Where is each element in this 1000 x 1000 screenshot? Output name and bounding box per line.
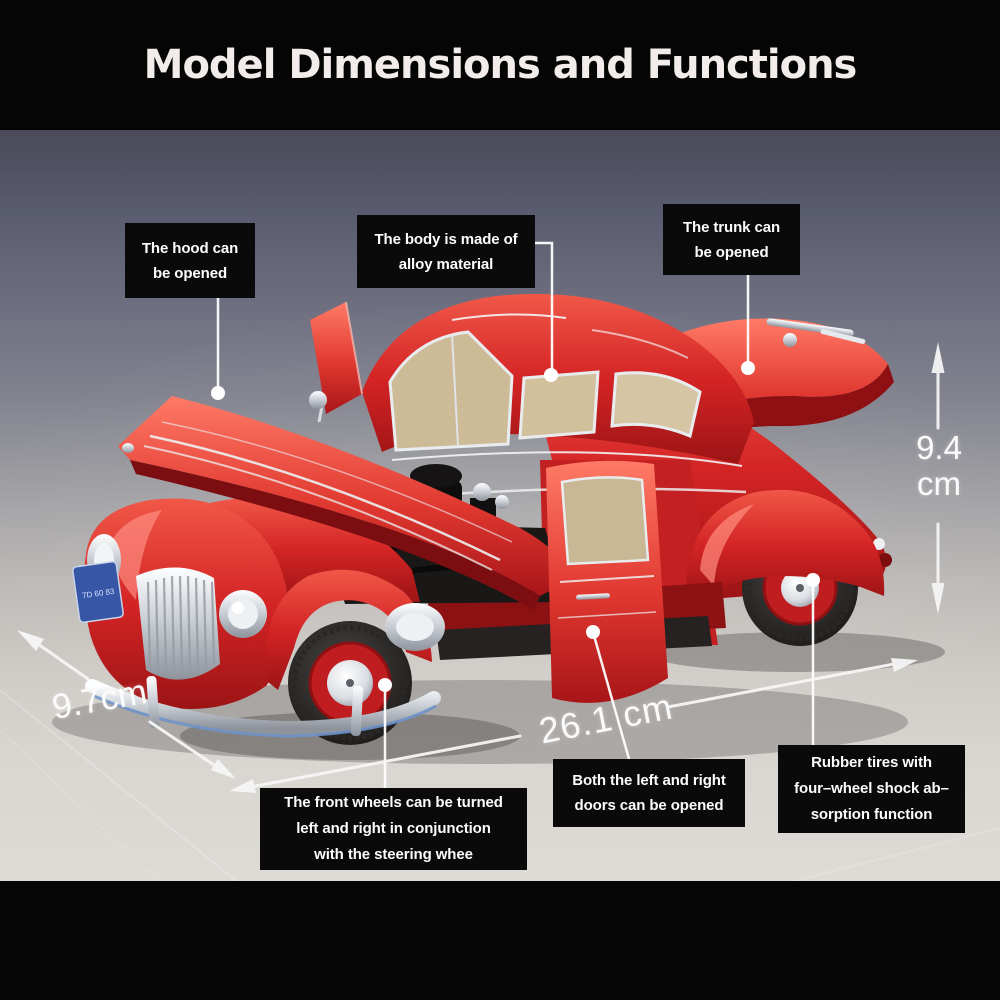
- callout-tires-line: sorption function: [810, 806, 933, 823]
- callout-doors-line: Both the left and right: [572, 772, 726, 789]
- callout-front-wheels-line: with the steering whee: [314, 846, 473, 863]
- trunk-anchor-dot: [741, 361, 755, 375]
- cowl-spotlight: [309, 391, 327, 409]
- tail-light: [873, 538, 885, 550]
- door-window: [560, 476, 650, 566]
- callout-anchor-dots: [211, 361, 820, 692]
- rear-window: [610, 371, 702, 439]
- dimension-arrows: [17, 342, 945, 793]
- body-connector-line: [535, 241, 554, 375]
- callout-trunk: The trunk can be opened: [663, 204, 800, 275]
- front-bumper: [85, 679, 441, 736]
- windshield: [388, 330, 514, 452]
- backdrop-creases: [0, 689, 1000, 881]
- door-handle: [576, 593, 611, 600]
- width-arrow-icon: [17, 630, 236, 779]
- car-right-door-open: [546, 460, 668, 703]
- license-plate: 7D 60 83: [72, 560, 124, 624]
- doors-anchor-dot: [586, 625, 600, 639]
- callout-trunk-line: The trunk can: [682, 218, 781, 236]
- callout-hood-line: The hood can: [141, 239, 239, 257]
- callout-front-wheels-line: left and right in conjunction: [296, 820, 491, 837]
- callout-tires-line: Rubber tires with: [811, 754, 932, 771]
- title-band: Model Dimensions and Functions: [0, 0, 1000, 130]
- model-car-illustration: 7D 60 83: [0, 241, 1000, 881]
- bottom-band: [0, 881, 1000, 1000]
- quarter-window: [518, 370, 600, 440]
- callout-body-line: The body is made of: [374, 230, 518, 248]
- callout-hood-line: be opened: [152, 264, 228, 282]
- height-unit: cm: [917, 465, 961, 502]
- tires-anchor-dot: [806, 573, 820, 587]
- height-arrow-up-icon: [931, 342, 945, 430]
- callout-tires-line: four–wheel shock ab–: [794, 780, 949, 797]
- callout-doors-line: doors can be opened: [574, 797, 724, 814]
- callout-tires: Rubber tires with four–wheel shock ab– s…: [778, 745, 965, 833]
- car-windows: [388, 330, 702, 452]
- callout-body-line: alloy material: [398, 255, 494, 273]
- callout-front-wheels: The front wheels can be turned left and …: [260, 788, 527, 870]
- callout-body: The body is made of alloy material: [357, 215, 535, 288]
- height-dimension-label: 9.4 cm: [897, 430, 981, 502]
- photo-area: 7D 60 83: [0, 130, 1000, 881]
- callout-connectors: [216, 241, 815, 788]
- hood-anchor-dot: [211, 386, 225, 400]
- callout-front-wheels-line: The front wheels can be turned: [284, 794, 503, 811]
- body-anchor-dot: [544, 368, 558, 382]
- length-arrow-icon: [229, 658, 918, 793]
- height-value: 9.4: [916, 429, 962, 466]
- car-front-chrome: 7D 60 83: [72, 534, 445, 738]
- car-hood-open: [118, 396, 574, 610]
- front-wheels-anchor-dot: [378, 678, 392, 692]
- callout-hood: The hood can be opened: [125, 223, 255, 298]
- page-title: Model Dimensions and Functions: [143, 42, 858, 88]
- callout-doors: Both the left and right doors can be ope…: [553, 759, 745, 827]
- callout-trunk-line: be opened: [694, 243, 769, 261]
- car-rear-fender: [685, 489, 885, 600]
- car-left-door-open: [309, 301, 363, 423]
- doors-connector-line: [591, 631, 631, 760]
- height-arrow-down-icon: [931, 522, 945, 614]
